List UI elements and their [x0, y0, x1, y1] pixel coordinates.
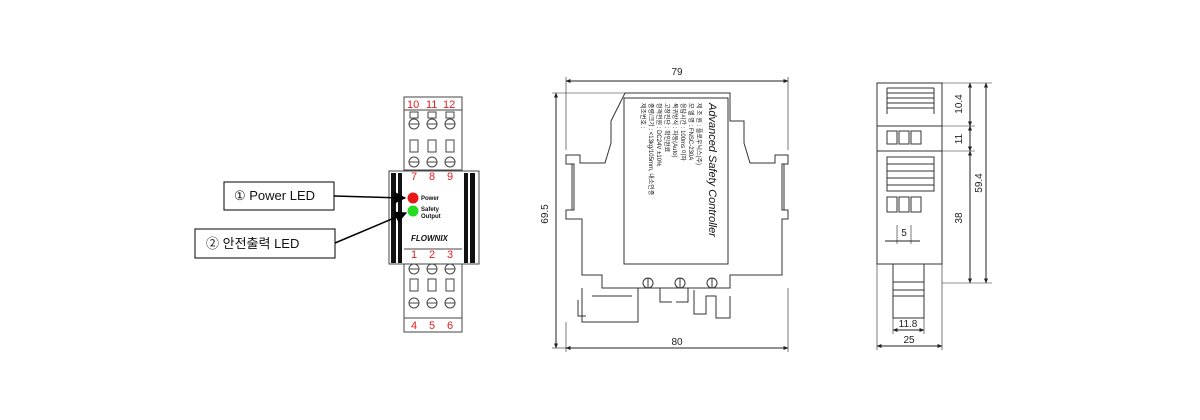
front-bottom-label-strip — [403, 317, 463, 333]
end-din-clip — [892, 281, 925, 319]
terminal-6: 6 — [447, 320, 453, 332]
left-rail-inner — [398, 173, 402, 263]
dim-80: 80 — [671, 337, 683, 348]
terminal-8: 8 — [429, 171, 435, 183]
dim-38: 38 — [954, 212, 965, 224]
din-rail-hook-2 — [693, 290, 731, 319]
end-view — [876, 82, 992, 350]
terminal-5: 5 — [429, 320, 435, 332]
din-clip-left — [581, 288, 639, 323]
power-led — [407, 192, 419, 204]
terminal-9: 9 — [447, 171, 453, 183]
spec-line-8: 제조번호 : — [639, 103, 647, 129]
din-rail-hook-1 — [659, 288, 689, 303]
callout-power-text: ① Power LED — [234, 188, 315, 203]
spec-line-1: 제 조 원 : 플로우닉스(주) — [695, 103, 703, 165]
side-clips — [571, 164, 785, 210]
spec-line-6: 정격전원 : DC24V ±10% — [655, 103, 663, 167]
terminal-7: 7 — [411, 171, 417, 183]
product-title: Advanced Safety Controller — [706, 102, 718, 238]
din-clip-tab — [577, 300, 586, 317]
dim-79: 79 — [671, 67, 683, 78]
dim-25: 25 — [903, 335, 915, 346]
side-label-text: Advanced Safety Controller 제 조 원 : 플로우닉스… — [639, 102, 718, 238]
brand-logo: FLOWNIX — [411, 234, 449, 243]
safety-led-label-line1: Safety — [421, 207, 440, 213]
terminal-4: 4 — [411, 320, 417, 332]
dim-11: 11 — [954, 133, 965, 144]
spec-line-3: 응답시간 : 100ms 이하 — [679, 103, 687, 161]
callout-safety-arrow — [334, 211, 408, 244]
terminal-12: 12 — [443, 99, 455, 111]
right-rail-outer — [470, 173, 475, 263]
side-outline — [565, 92, 789, 289]
terminal-3: 3 — [447, 249, 453, 261]
terminal-numbers: 10 11 12 7 8 9 1 2 3 4 5 6 — [407, 99, 455, 332]
dim-69-5: 69.5 — [540, 204, 551, 224]
terminal-10: 10 — [407, 99, 419, 111]
dim-10-4: 10.4 — [954, 94, 965, 114]
dim-59-4: 59.4 — [974, 173, 985, 193]
screws-bottom — [408, 263, 456, 309]
terminal-2: 2 — [429, 249, 435, 261]
front-top-label-strip — [403, 96, 463, 111]
terminal-1: 1 — [411, 249, 417, 261]
callout-safety-box — [194, 228, 336, 259]
callout-safety-text: ② 안전출력 LED — [206, 236, 299, 251]
callout-power-arrow — [333, 191, 407, 204]
spec-line-5: 고장진단 : 확인완료 — [663, 103, 671, 153]
dim-11-8: 11.8 — [899, 319, 918, 330]
screws-top — [408, 111, 456, 168]
side-label-panel — [623, 97, 729, 265]
power-led-label: Power — [421, 196, 440, 202]
safety-output-led — [407, 205, 419, 217]
dim-5: 5 — [901, 228, 907, 239]
side-view — [552, 77, 789, 352]
spec-line-2: 모 델 명 : FNSC-230A — [687, 103, 695, 160]
spec-line-4: 복귀방식 : 자동(Auto) — [671, 103, 679, 157]
right-rail-inner — [464, 173, 468, 263]
spec-line-7: 중량/크기 : <13kg/105mm, 내소인증 — [647, 103, 655, 196]
terminal-11: 11 — [426, 99, 437, 111]
safety-led-label-line2: Output — [421, 214, 441, 220]
